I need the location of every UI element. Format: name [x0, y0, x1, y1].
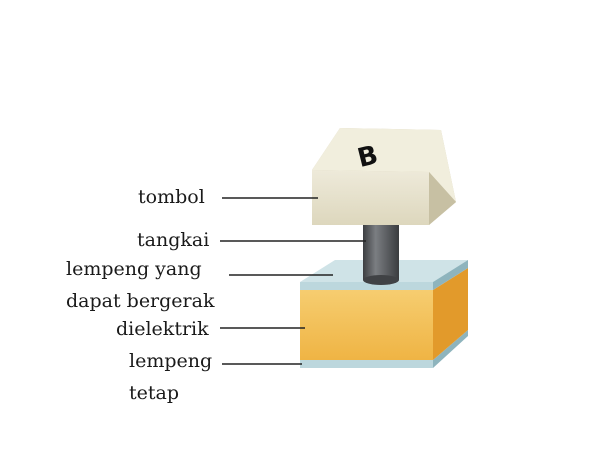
key-stem — [363, 222, 399, 285]
label-movable-plate-line1: lempeng yang — [66, 258, 202, 280]
label-stem: tangkai — [137, 229, 210, 251]
label-movable-plate-line2: dapat bergerak — [66, 290, 215, 312]
label-button: tombol — [138, 186, 205, 208]
leader-lines — [220, 197, 366, 365]
keycap — [312, 128, 456, 225]
label-fixed-plate-line1: lempeng — [129, 350, 213, 372]
label-dielectric: dielektrik — [116, 318, 209, 340]
fixed-plate — [300, 330, 468, 368]
label-fixed-plate-line2: tetap — [129, 382, 180, 404]
dielectric-block — [300, 268, 468, 360]
